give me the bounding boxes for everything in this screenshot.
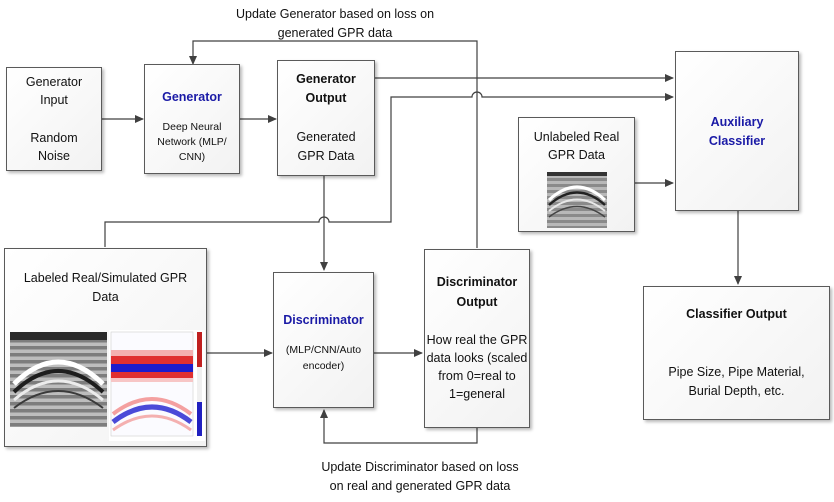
generator-desc: CNN)	[178, 151, 206, 163]
discriminator-box: Discriminator (MLP/CNN/Auto encoder)	[273, 272, 374, 408]
caption-line: Update Discriminator based on loss	[321, 460, 519, 474]
gpr-simulated-heatmap-image	[109, 330, 205, 441]
random-noise-label: Random	[30, 131, 78, 145]
aux-classifier-title: Auxiliary	[710, 115, 764, 129]
labeled-label: Labeled Real/Simulated GPR	[23, 271, 188, 285]
caption-line: Update Generator based on loss on	[235, 7, 435, 21]
random-noise-label: Noise	[38, 149, 70, 163]
arrow-generator-feedback	[189, 40, 478, 248]
caption-line: on real and generated GPR data	[329, 479, 511, 493]
unlabeled-label: GPR Data	[548, 148, 605, 162]
disc-output-desc: 1=general	[449, 387, 505, 401]
classifier-output-desc: Burial Depth, etc.	[688, 384, 785, 398]
labeled-data-box: Labeled Real/Simulated GPR Data	[4, 248, 207, 447]
classifier-output-title: Classifier Output	[686, 307, 787, 321]
generator-output-desc: Generated	[296, 130, 356, 144]
aux-classifier-title: Classifier	[708, 134, 766, 148]
discriminator-output-box: Discriminator Output How real the GPR da…	[424, 249, 530, 428]
unlabeled-data-box: Unlabeled Real GPR Data	[518, 117, 635, 232]
generator-output-title: Generator	[296, 72, 356, 86]
discriminator-title: Discriminator	[283, 313, 364, 327]
unlabeled-label: Unlabeled Real	[533, 130, 620, 144]
arrow-discriminator-feedback	[320, 409, 478, 444]
generator-input-label: Generator	[25, 75, 83, 89]
discriminator-desc: encoder)	[302, 360, 345, 372]
discriminator-desc: (MLP/CNN/Auto	[285, 344, 362, 356]
gpr-real-radargram-image	[10, 332, 107, 427]
generator-update-caption: Update Generator based on loss on genera…	[195, 5, 475, 43]
generator-input-label: Input	[40, 93, 68, 107]
discriminator-update-caption: Update Discriminator based on loss on re…	[280, 458, 560, 496]
generator-desc: Network (MLP/	[157, 136, 227, 148]
auxiliary-classifier-box: Auxiliary Classifier	[675, 51, 799, 211]
gpr-radargram-image	[547, 172, 607, 228]
generator-desc: Deep Neural	[162, 121, 222, 133]
arrow-labeled-to-classifier	[104, 91, 674, 247]
generator-output-title: Output	[305, 91, 347, 105]
classifier-output-desc: Pipe Size, Pipe Material,	[668, 365, 805, 379]
generator-output-desc: GPR Data	[297, 149, 355, 163]
generator-box: Generator Deep Neural Network (MLP/ CNN)	[144, 64, 240, 174]
disc-output-desc: How real the GPR	[426, 333, 528, 347]
generator-input-box: Generator Input Random Noise	[6, 67, 102, 171]
generator-title: Generator	[162, 90, 222, 104]
generator-output-box: Generator Output Generated GPR Data	[277, 60, 375, 176]
disc-output-desc: from 0=real to	[438, 369, 516, 383]
labeled-label: Data	[92, 290, 119, 304]
disc-output-desc: data looks (scaled	[426, 351, 528, 365]
classifier-output-box: Classifier Output Pipe Size, Pipe Materi…	[643, 286, 830, 420]
caption-line: generated GPR data	[277, 26, 393, 40]
disc-output-title: Output	[456, 295, 498, 309]
disc-output-title: Discriminator	[436, 275, 518, 289]
